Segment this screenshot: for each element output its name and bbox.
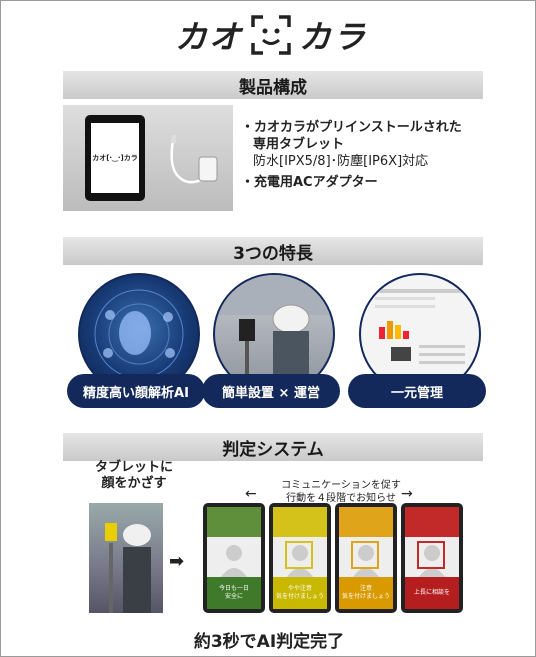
face-frame-red [417,541,445,569]
section-header-products: 製品構成 [63,71,483,99]
result-message-level-3: 注意気を付けましょう [339,577,393,609]
person-silhouette-icon [353,545,379,577]
person-silhouette-icon [221,545,247,577]
face-frame-yellow [285,541,313,569]
result-message-level-1: 今日も一日安全に [207,577,261,609]
result-screen-level-2: やや注意気を付けましょう [269,503,331,613]
face-scan-icon [251,15,291,55]
level-note: コミュニケーションを促す 行動を４段階でお知らせ [271,479,411,505]
instruction-line-1: タブレットに [94,460,173,475]
logo-text-right: カラ [299,18,368,56]
instruction-line-2: 顔をかざす [101,476,167,491]
person-silhouette-icon [419,545,445,577]
arrow-left-icon: ← [245,486,257,502]
product-item-spec: 防水[IPX5/8]･防塵[IP6X]対応 [253,154,429,169]
product-image: カオ[·‿·]カラ [63,105,233,211]
feature-label-ai: 精度高い顔解析AI [67,374,205,408]
result-message-level-2: やや注意気を付けましょう [273,577,327,609]
feature-label-management: 一元管理 [348,374,486,408]
worker-photo [89,503,163,613]
level-note-line-1: コミュニケーションを促す [281,480,401,491]
tablet-screen-logo: カオ[·‿·]カラ [91,123,139,193]
face-frame-orange [351,541,379,569]
section-header-features: 3つの特長 [63,237,483,265]
instruction-label: タブレットに 顔をかざす [89,460,179,492]
level-note-line-2: 行動を４段階でお知らせ [286,493,396,504]
result-screen-level-3: 注意気を付けましょう [335,503,397,613]
product-item-adapter: ・充電用ACアダプター [241,175,378,190]
result-screen-level-1: 今日も一日安全に [203,503,265,613]
feature-label-setup: 簡単設置 × 運営 [202,374,340,408]
product-item-tablet-cont: 専用タブレット [253,137,345,152]
tablet-image: カオ[·‿·]カラ [85,115,145,201]
ac-adapter-image [163,135,223,195]
section-header-judge: 判定システム [63,433,483,461]
result-message-level-4: 上長に相談を [405,577,459,609]
result-screen-level-4: 上長に相談を [401,503,463,613]
person-silhouette-icon [287,545,313,577]
product-list: ・カオカラがプリインストールされた 専用タブレット 防水[IPX5/8]･防塵[… [241,119,462,191]
completion-caption: 約3秒でAI判定完了 [193,632,345,652]
product-item-tablet: ・カオカラがプリインストールされた [241,120,462,135]
kaokara-logo: カオ カラ [161,11,381,59]
arrow-right-icon: ➡ [169,551,185,572]
logo-text-left: カオ [174,18,243,56]
arrow-right-small-icon: → [401,486,413,502]
